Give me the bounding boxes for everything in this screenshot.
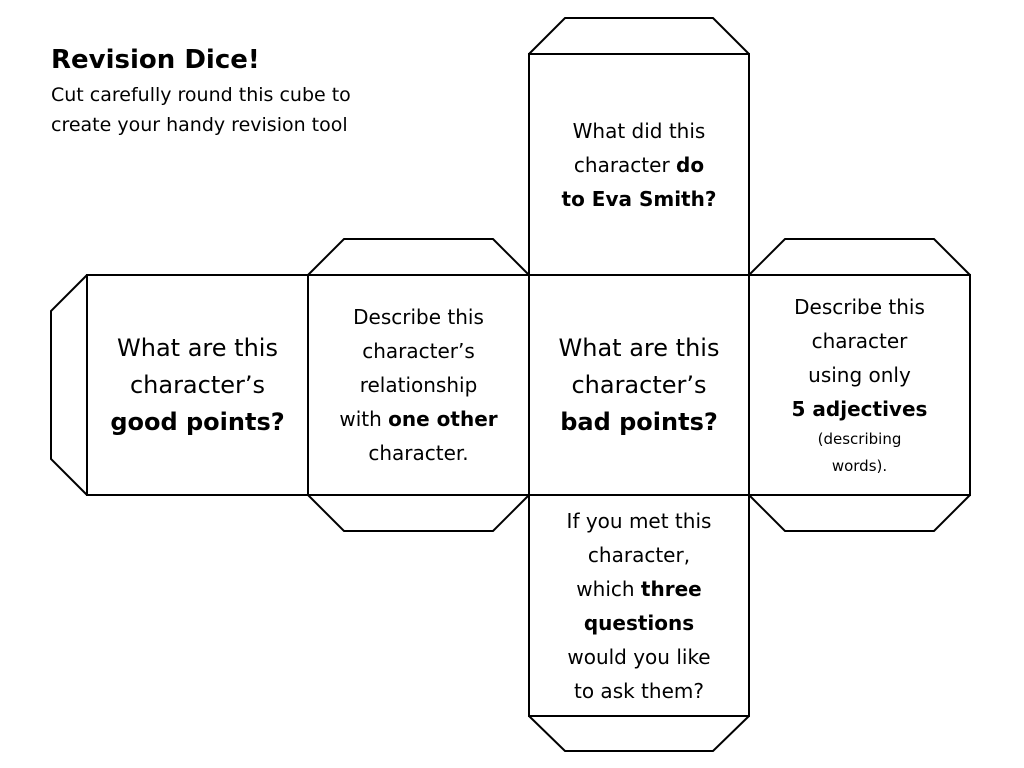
page-header: Revision Dice! Cut carefully round this …: [51, 40, 451, 140]
face-top: What did this character do to Eva Smith?: [529, 54, 749, 275]
face-bottom-line-2: character,: [587, 542, 691, 567]
tab-right-bottom: [748, 494, 971, 532]
tab-left: [50, 274, 88, 496]
instructions: Cut carefully round this cube to create …: [51, 80, 451, 140]
face-center-line-2: character’s: [571, 370, 707, 399]
face-right-line-2: character: [811, 329, 908, 353]
tab-right-top: [748, 238, 971, 276]
face-right-line-1: Describe this: [794, 295, 925, 319]
face-right-line-3: using only: [808, 363, 911, 387]
face-top-line-1: What did this: [572, 118, 706, 143]
face-right-line-4-bold: 5 adjectives: [791, 397, 928, 421]
face-left-line-1: What are this: [117, 333, 278, 362]
face-left: What are this character’s good points?: [87, 275, 308, 495]
face-right-text: Describe this character using only 5 adj…: [792, 290, 928, 480]
face-center-left-line-5: character.: [368, 441, 469, 465]
tab-top: [528, 17, 750, 55]
face-center-left-line-4: with: [339, 407, 389, 431]
face-bottom: If you met this character, which three q…: [529, 495, 749, 716]
face-center-left-line-4-bold: one other: [388, 407, 498, 431]
face-center-left-text: Describe this character’s relationship w…: [339, 300, 497, 470]
face-center: What are this character’s bad points?: [529, 275, 749, 495]
face-bottom-outline: [528, 494, 750, 717]
face-right: Describe this character using only 5 adj…: [749, 275, 970, 495]
face-center-line-3-bold: bad points?: [560, 407, 718, 436]
tab-center-left-top: [307, 238, 530, 276]
face-left-text: What are this character’s good points?: [110, 330, 284, 441]
face-center-left-line-2: character’s: [362, 339, 475, 363]
face-bottom-line-4-bold: questions: [583, 610, 695, 635]
tab-center-left-bottom: [307, 494, 530, 532]
face-center-left-line-3: relationship: [359, 373, 478, 397]
face-bottom-line-3-bold: three: [640, 576, 702, 601]
face-top-line-2-bold: do: [676, 152, 705, 177]
page-title: Revision Dice!: [51, 45, 260, 75]
face-center-text: What are this character’s bad points?: [559, 330, 720, 441]
face-bottom-text: If you met this character, which three q…: [567, 504, 712, 708]
face-top-text: What did this character do to Eva Smith?: [562, 114, 717, 216]
face-right-outline: [748, 274, 971, 496]
instructions-line-2: create your handy revision tool: [51, 114, 348, 136]
face-center-left-line-1: Describe this: [353, 305, 484, 329]
instructions-line-1: Cut carefully round this cube to: [51, 84, 351, 106]
face-right-line-5: (describing: [817, 430, 902, 448]
face-center-line-1: What are this: [558, 333, 720, 362]
face-bottom-line-6: to ask them?: [574, 678, 704, 703]
face-top-line-2: character: [573, 152, 677, 177]
face-right-line-6: words).: [831, 457, 888, 475]
face-top-line-3-bold: to Eva Smith?: [561, 186, 717, 211]
face-bottom-line-1: If you met this: [566, 508, 712, 533]
face-left-line-3-bold: good points?: [110, 407, 285, 436]
face-bottom-line-5: would you like: [567, 644, 711, 669]
tab-bottom: [528, 715, 750, 752]
face-center-left: Describe this character’s relationship w…: [308, 275, 529, 495]
face-bottom-line-3: which: [576, 576, 641, 601]
face-left-line-2: character’s: [129, 370, 266, 399]
